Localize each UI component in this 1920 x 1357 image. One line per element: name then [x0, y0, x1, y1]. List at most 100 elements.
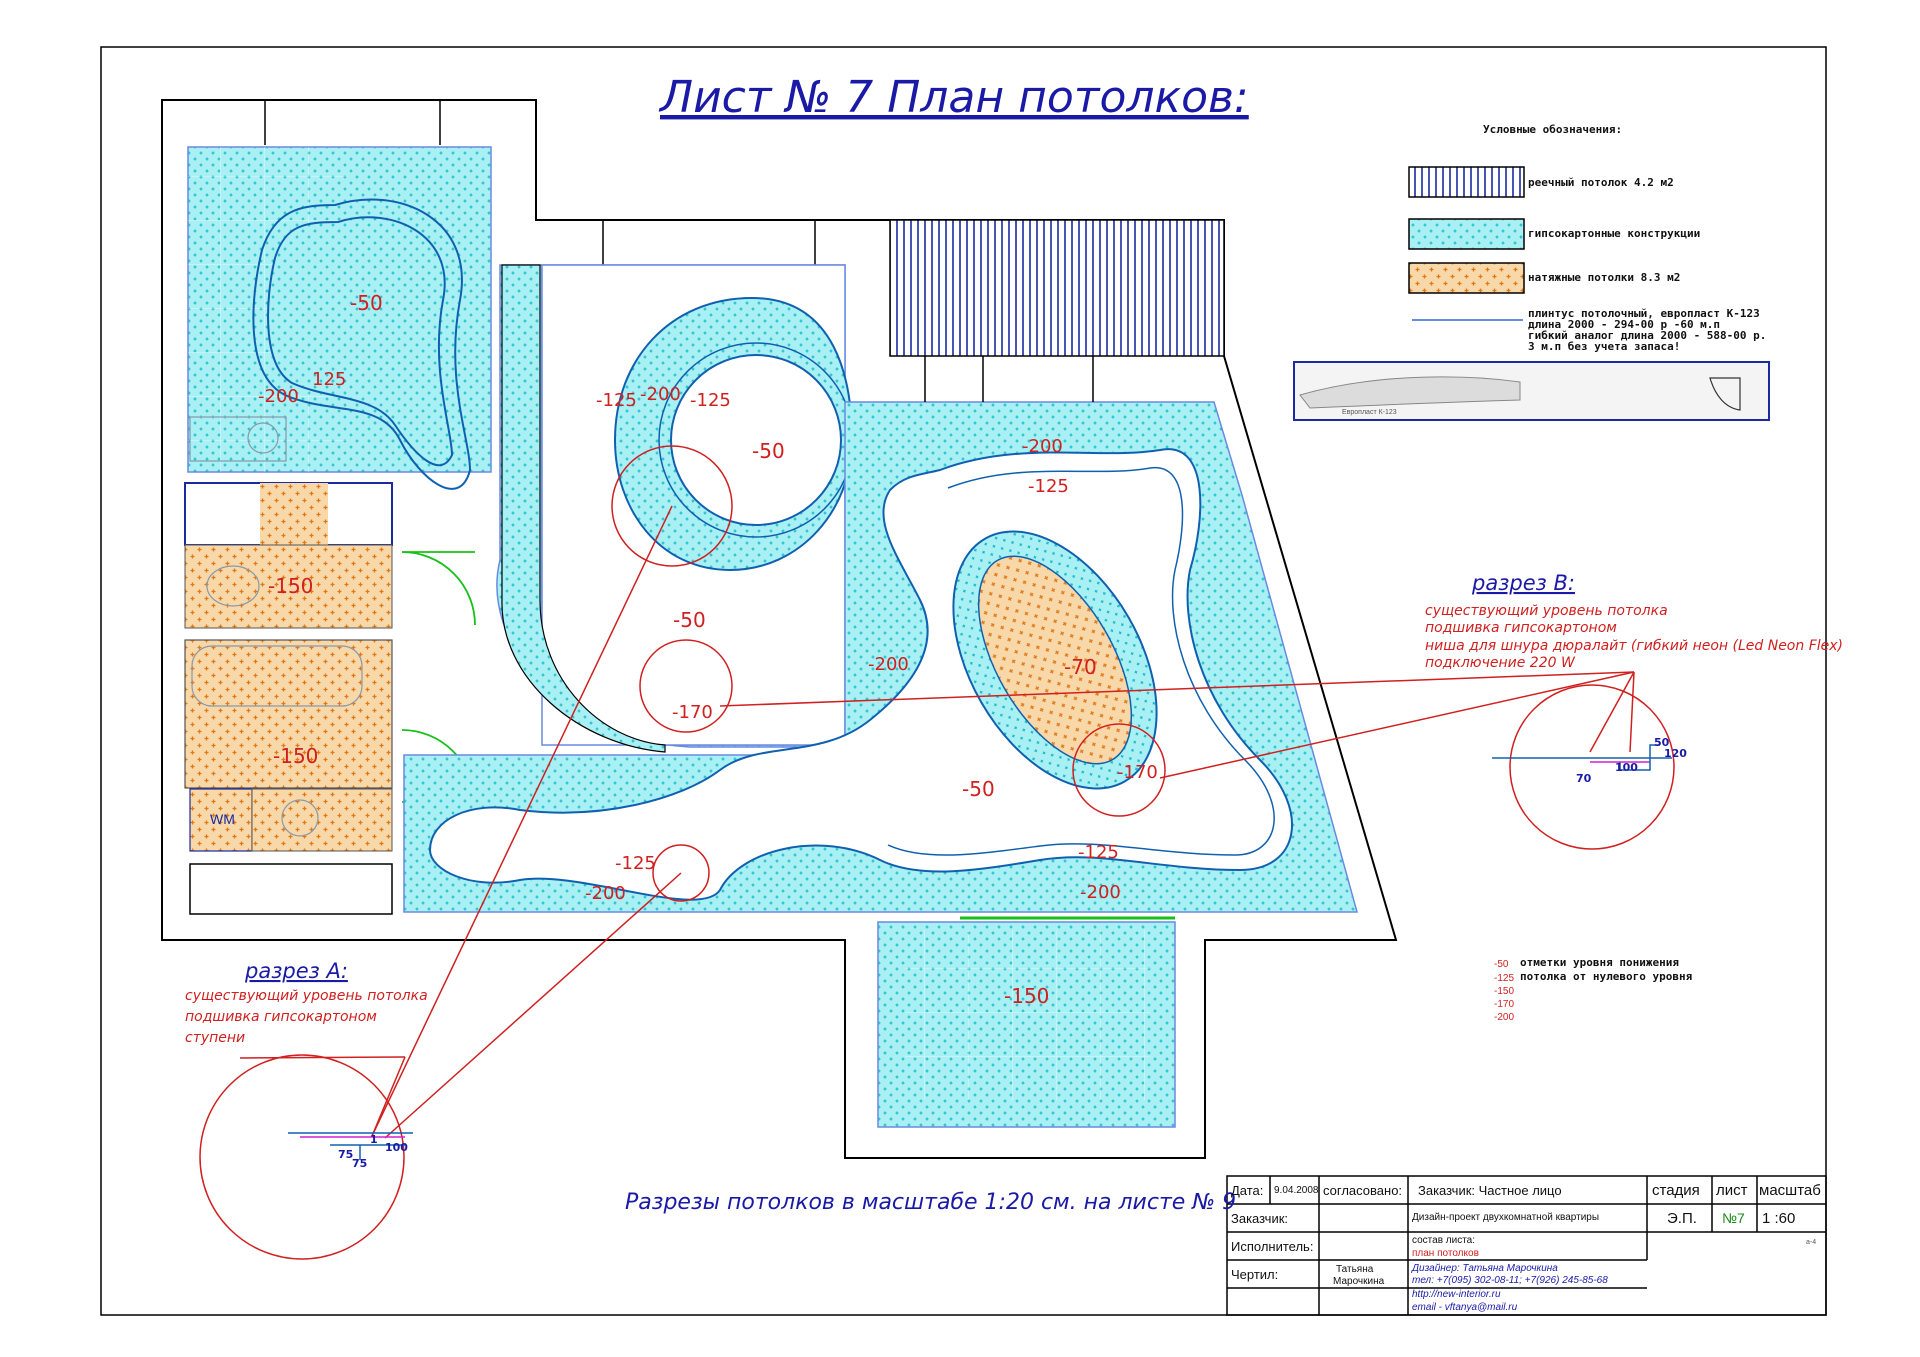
sheet-frame — [100, 46, 1827, 1316]
ring-inner-white — [670, 354, 842, 526]
section-b-dim-1: 70 — [1576, 772, 1592, 785]
tb-drawn-name-1: Татьяна — [1336, 1264, 1374, 1275]
scale-note: Разрезы потолков в масштабе 1:20 см. на … — [625, 1190, 1236, 1215]
level-ellipse-70: -70 — [1064, 655, 1097, 679]
section-a-dim-2: 75 — [352, 1157, 367, 1170]
tb-scale-label: масштаб — [1759, 1182, 1821, 1199]
section-b-line-3: ниша для шнура дюралайт (гибкий неон (Le… — [1425, 638, 1843, 654]
molding-section-icon — [1709, 377, 1741, 411]
legend-heading: Условные обозначения: — [1483, 123, 1622, 136]
section-b-line-1: существующий уровень потолка — [1425, 603, 1668, 619]
section-a-dim-4: 1 — [370, 1133, 378, 1146]
bath2-lower — [251, 788, 393, 852]
section-a-heading: разрез А: — [244, 959, 348, 983]
apartment-outline — [161, 99, 1398, 1159]
legend-molding-line-1: плинтус потолочный, европласт К-123 — [1528, 307, 1760, 320]
tb-sheet-code: а-4 — [1806, 1239, 1816, 1246]
section-a-line-1: существующий уровень потолка — [185, 988, 428, 1004]
level-note-value-4: -170 — [1494, 999, 1514, 1010]
tb-drawn-name-2: Марочкина — [1333, 1276, 1385, 1287]
tb-site: http://new-interior.ru — [1412, 1289, 1501, 1300]
section-a-dim-3: 100 — [385, 1141, 408, 1154]
level-bottom-200-right: -200 — [1080, 882, 1121, 903]
level-right-200-left: -200 — [868, 654, 909, 675]
section-b-line-4: подключение 220 W — [1425, 655, 1576, 671]
level-ring-left-200: -200 — [640, 384, 681, 405]
bath1-stretch-main — [184, 544, 393, 629]
section-b-markers — [639, 639, 1675, 850]
kitchen-sink-icon — [189, 416, 287, 462]
level-note-text-1: отметки уровня понижения — [1520, 956, 1679, 969]
tb-date-value: 9.04.2008 — [1274, 1185, 1319, 1196]
kitchen-contour-inner — [267, 216, 454, 467]
level-bath2: -150 — [273, 744, 318, 768]
section-b-heading: разрез В: — [1471, 571, 1575, 595]
wm-box — [189, 788, 253, 852]
molding-caption: Европласт К-123 — [1342, 409, 1397, 416]
tb-project-name: Дизайн-проект двухкомнатной квартиры — [1412, 1212, 1599, 1223]
tb-sheet-value: №7 — [1722, 1210, 1745, 1226]
bathtub-icon — [191, 645, 363, 707]
tb-executor-label: Исполнитель: — [1231, 1239, 1313, 1254]
tb-stage-value: Э.П. — [1667, 1210, 1697, 1227]
tb-phone: тел: +7(095) 302-08-11; +7(926) 245-85-6… — [1412, 1275, 1608, 1286]
title-block-grid — [1226, 1175, 1827, 1316]
molding-profile-icon — [1299, 376, 1521, 409]
tb-content-value: план потолков — [1412, 1248, 1479, 1259]
level-bottom-200-left: -200 — [585, 883, 626, 904]
toilet-icon — [206, 565, 260, 607]
level-kitchen-inner: -50 — [350, 291, 383, 315]
level-right-200-top: -200 — [1022, 436, 1063, 457]
storage-box — [189, 863, 393, 915]
level-ellipse-170: -170 — [1117, 762, 1158, 783]
slats-ceiling — [889, 219, 1225, 357]
legend-swatch-drywall — [1408, 218, 1525, 250]
sheet-title: Лист № 7 План потолков: — [658, 72, 1249, 123]
section-b-dim-3: 50 — [1654, 736, 1670, 749]
level-right-125-top: -125 — [1028, 476, 1069, 497]
level-kitchen-200: -200 — [258, 386, 299, 407]
legend-molding-line-3: гибкий аналог длина 2000 - 588-00 р. — [1528, 329, 1766, 342]
legend-swatch-slats — [1408, 166, 1525, 198]
tb-scale-value: 1 :60 — [1762, 1210, 1795, 1227]
kitchen-sink-bowl-icon — [247, 422, 279, 454]
tb-date-label: Дата: — [1231, 1183, 1263, 1198]
level-bottom-125-left: -125 — [615, 853, 656, 874]
tb-content-label: состав листа: — [1412, 1235, 1475, 1246]
level-note-text-2: потолка от нулевого уровня — [1520, 970, 1692, 983]
tb-stage-label: стадия — [1652, 1182, 1700, 1199]
section-a-markers — [199, 445, 733, 1260]
level-ring-center: -50 — [752, 439, 785, 463]
bath1-stretch — [260, 483, 328, 545]
section-a-detail — [288, 1132, 413, 1160]
tb-sheet-label: лист — [1716, 1182, 1748, 1199]
level-note-value-2: -125 — [1494, 973, 1514, 984]
level-ring-left-125: -125 — [596, 390, 637, 411]
level-bottom-125-right: -125 — [1078, 842, 1119, 863]
living-inner-contour — [887, 467, 1275, 856]
section-b-dim-4: 120 — [1664, 747, 1687, 760]
section-b-dim-2: 100 — [1615, 761, 1638, 774]
level-right-center: -50 — [962, 777, 995, 801]
section-b-line-2: подшивка гипсокартоном — [1425, 620, 1617, 636]
washbasin-icon — [281, 799, 319, 837]
level-note-value-3: -150 — [1494, 986, 1514, 997]
tb-customer-label: Заказчик: — [1231, 1211, 1288, 1226]
tb-email: email - vftanya@mail.ru — [1412, 1302, 1518, 1313]
tb-agreed-label: согласовано: — [1323, 1183, 1402, 1198]
tb-customer-header: Заказчик: Частное лицо — [1418, 1183, 1562, 1198]
bath2-stretch — [184, 639, 393, 789]
level-kitchen-125: 125 — [312, 369, 346, 390]
section-b-detail — [1492, 744, 1672, 771]
tb-designer: Дизайнер: Татьяна Марочкина — [1411, 1263, 1558, 1274]
level-center-170: -170 — [672, 702, 713, 723]
level-note-value-5: -200 — [1494, 1012, 1514, 1023]
section-a-line-3: ступени — [185, 1030, 245, 1046]
level-balcony: -150 — [1004, 984, 1049, 1008]
section-a-dim-1: 75 — [338, 1148, 353, 1161]
ellipse-stretch — [977, 555, 1133, 765]
level-bath1: -150 — [268, 574, 313, 598]
legend-swatch-stretch — [1408, 262, 1525, 294]
kitchen-contour-outer — [252, 198, 472, 490]
